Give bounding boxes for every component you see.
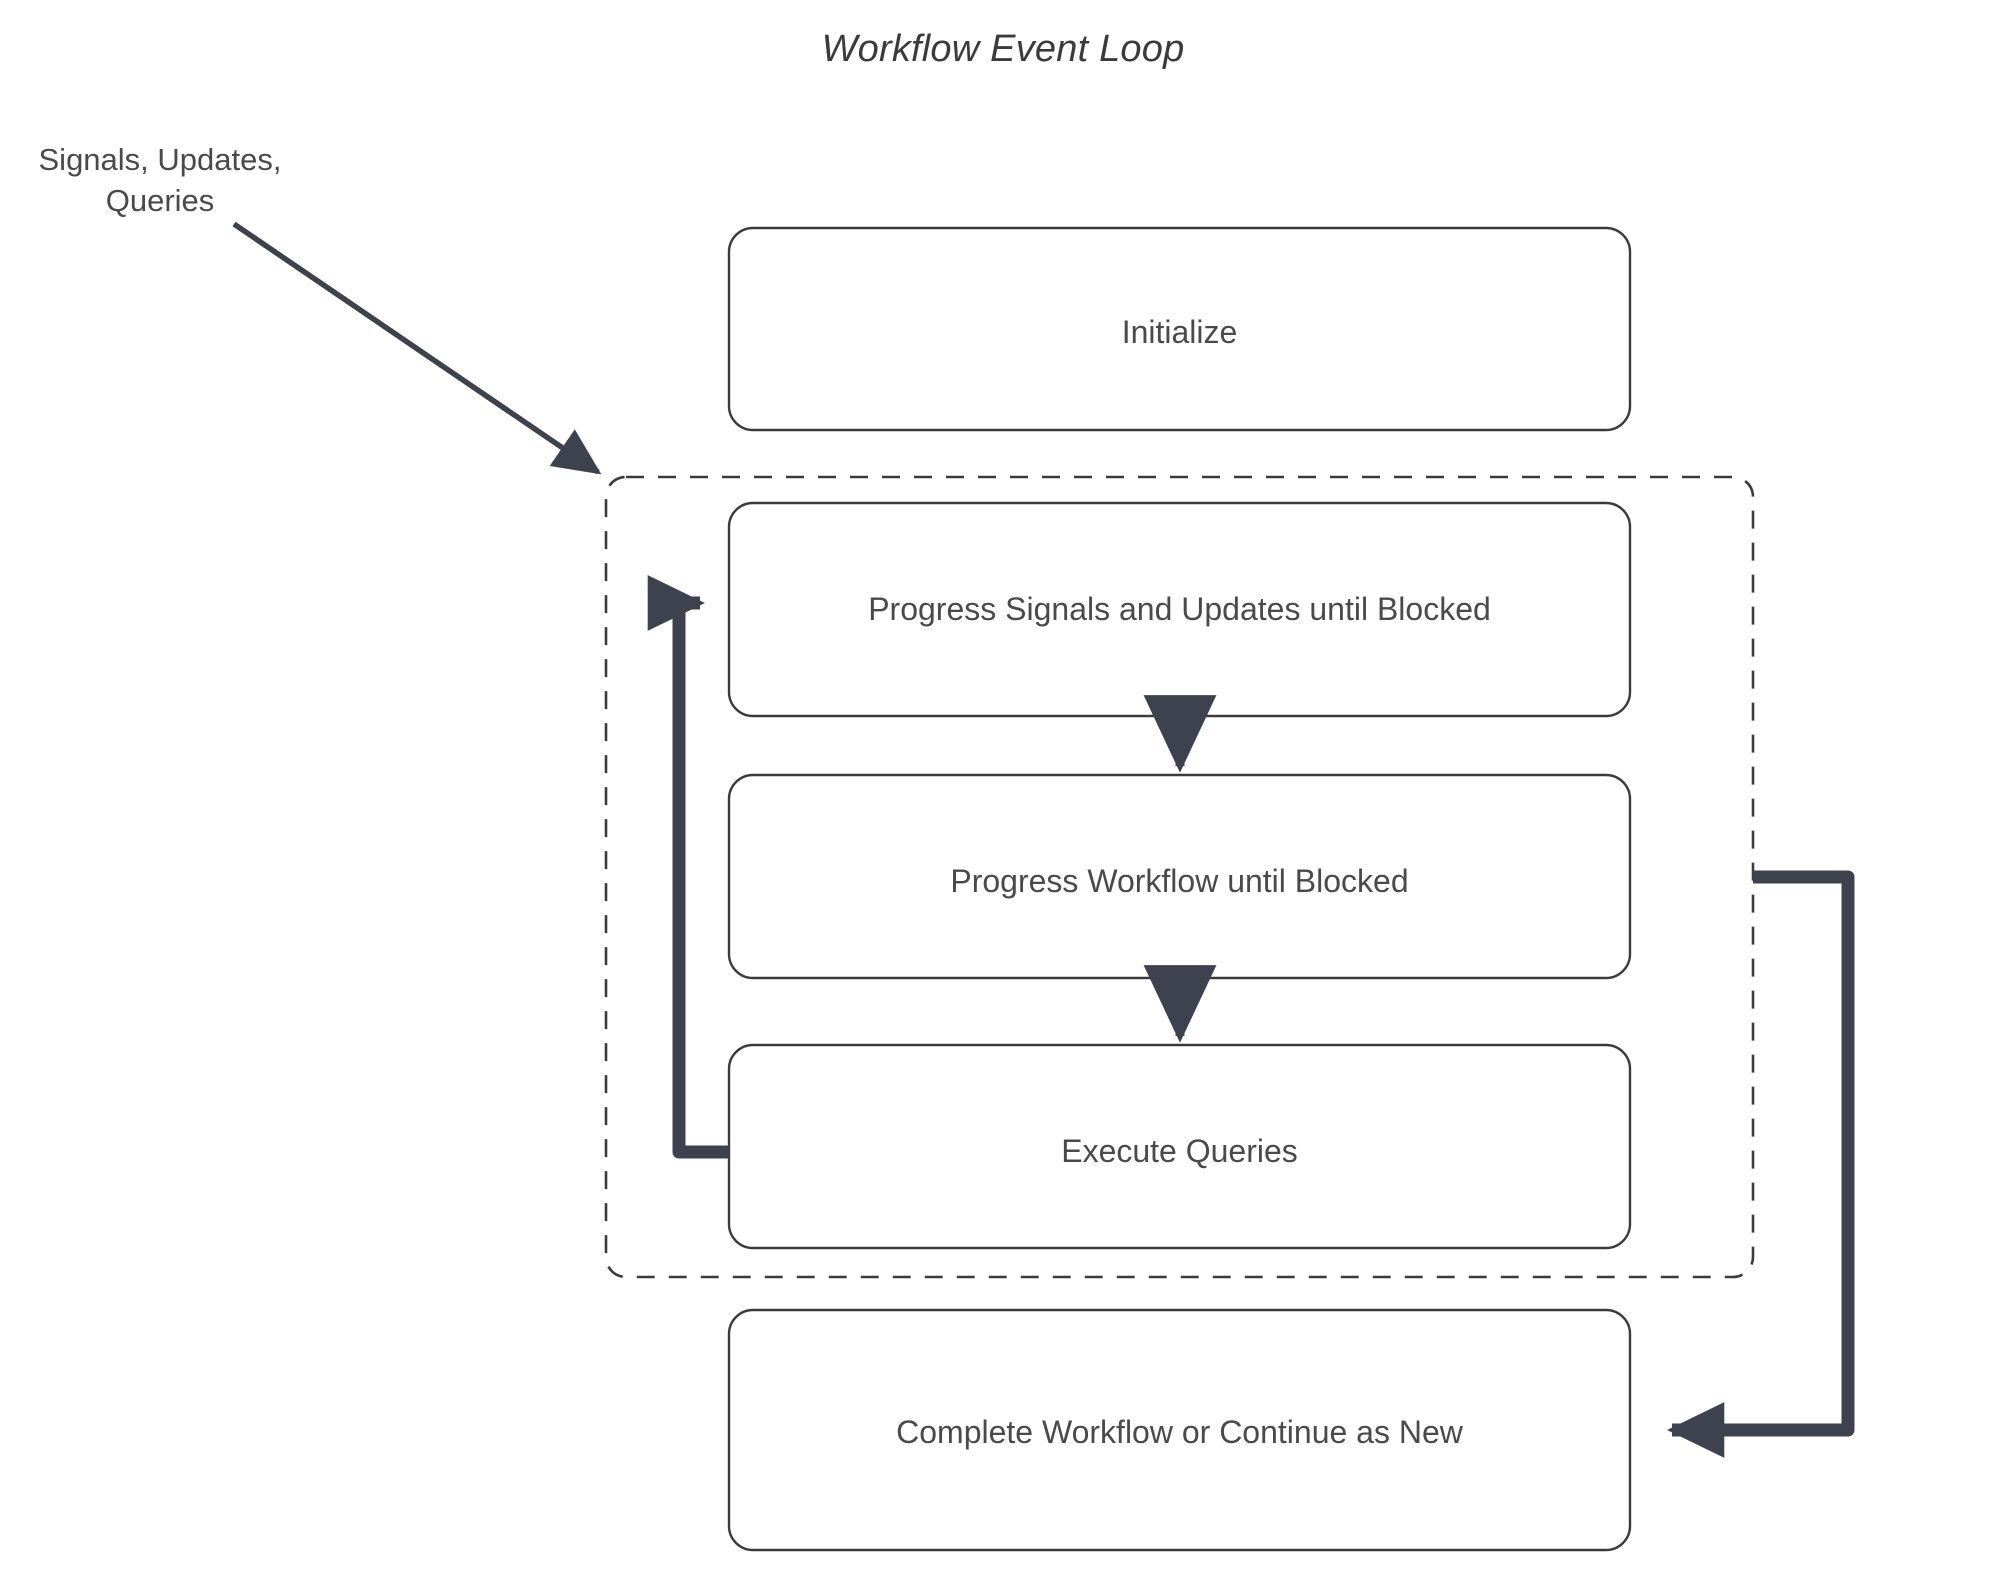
edge-loop-back bbox=[647, 575, 729, 1159]
node-box-complete-workflow[interactable] bbox=[727, 1308, 1632, 1552]
edge-label-external-input: Signals, Updates, Queries bbox=[38, 142, 282, 218]
page-title: Workflow Event Loop bbox=[821, 28, 1185, 70]
node-label-progress-workflow: Progress Workflow until Blocked bbox=[950, 863, 1409, 899]
node-label-complete-workflow: Complete Workflow or Continue as New bbox=[896, 1414, 1463, 1450]
edge-external-input bbox=[232, 221, 602, 475]
node-box-initialize[interactable] bbox=[727, 226, 1632, 432]
node-label-initialize: Initialize bbox=[1121, 314, 1238, 350]
node-label-progress-signals: Progress Signals and Updates until Block… bbox=[868, 591, 1491, 627]
node-label-execute-queries: Execute Queries bbox=[1061, 1133, 1298, 1169]
edge-group-to-complete bbox=[1667, 870, 1855, 1458]
